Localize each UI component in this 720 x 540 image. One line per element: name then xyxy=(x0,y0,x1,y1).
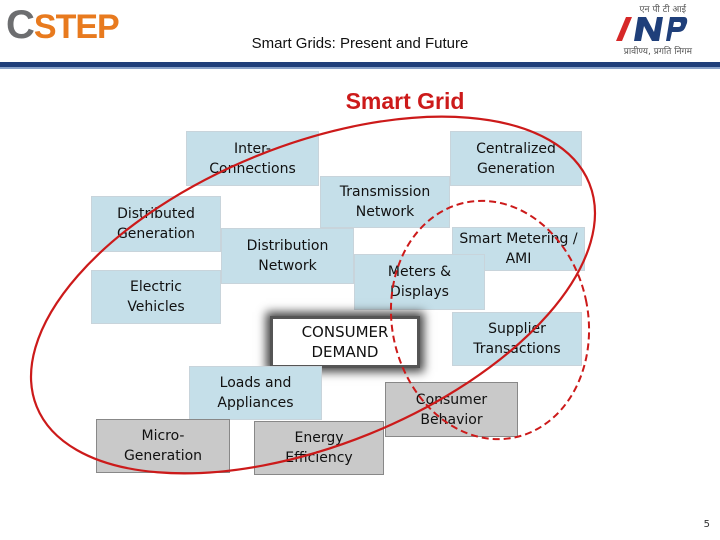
node-distribution-network: Distribution Network xyxy=(221,228,354,284)
node-supplier-transactions: Supplier Transactions xyxy=(452,312,582,366)
cstep-logo: CSTEP xyxy=(6,3,120,47)
node-micro-generation: Micro- Generation xyxy=(96,419,230,473)
nplti-logo xyxy=(616,17,688,41)
node-meters-displays: Meters & Displays xyxy=(354,254,485,310)
node-transmission-network: Transmission Network xyxy=(320,176,450,228)
node-interconnections: Inter- Connections xyxy=(186,131,319,186)
node-electric-vehicles: Electric Vehicles xyxy=(91,270,221,324)
node-energy-efficiency: Energy Efficiency xyxy=(254,421,384,475)
header-rule-accent xyxy=(0,67,720,69)
node-centralized-generation: Centralized Generation xyxy=(450,131,582,186)
node-smart-metering: Smart Metering / AMI xyxy=(452,227,585,271)
page-subtitle: Smart Grids: Present and Future xyxy=(251,35,469,52)
diagram-title: Smart Grid xyxy=(345,88,465,114)
node-loads-appliances: Loads and Appliances xyxy=(189,366,322,420)
page-number: 5 xyxy=(703,519,710,530)
header-rule xyxy=(0,62,720,67)
nplti-tagline: प्रावीण्य, प्रगति निगम xyxy=(623,47,692,57)
nplti-hindi-caption: एन पी टी आई xyxy=(639,5,686,15)
